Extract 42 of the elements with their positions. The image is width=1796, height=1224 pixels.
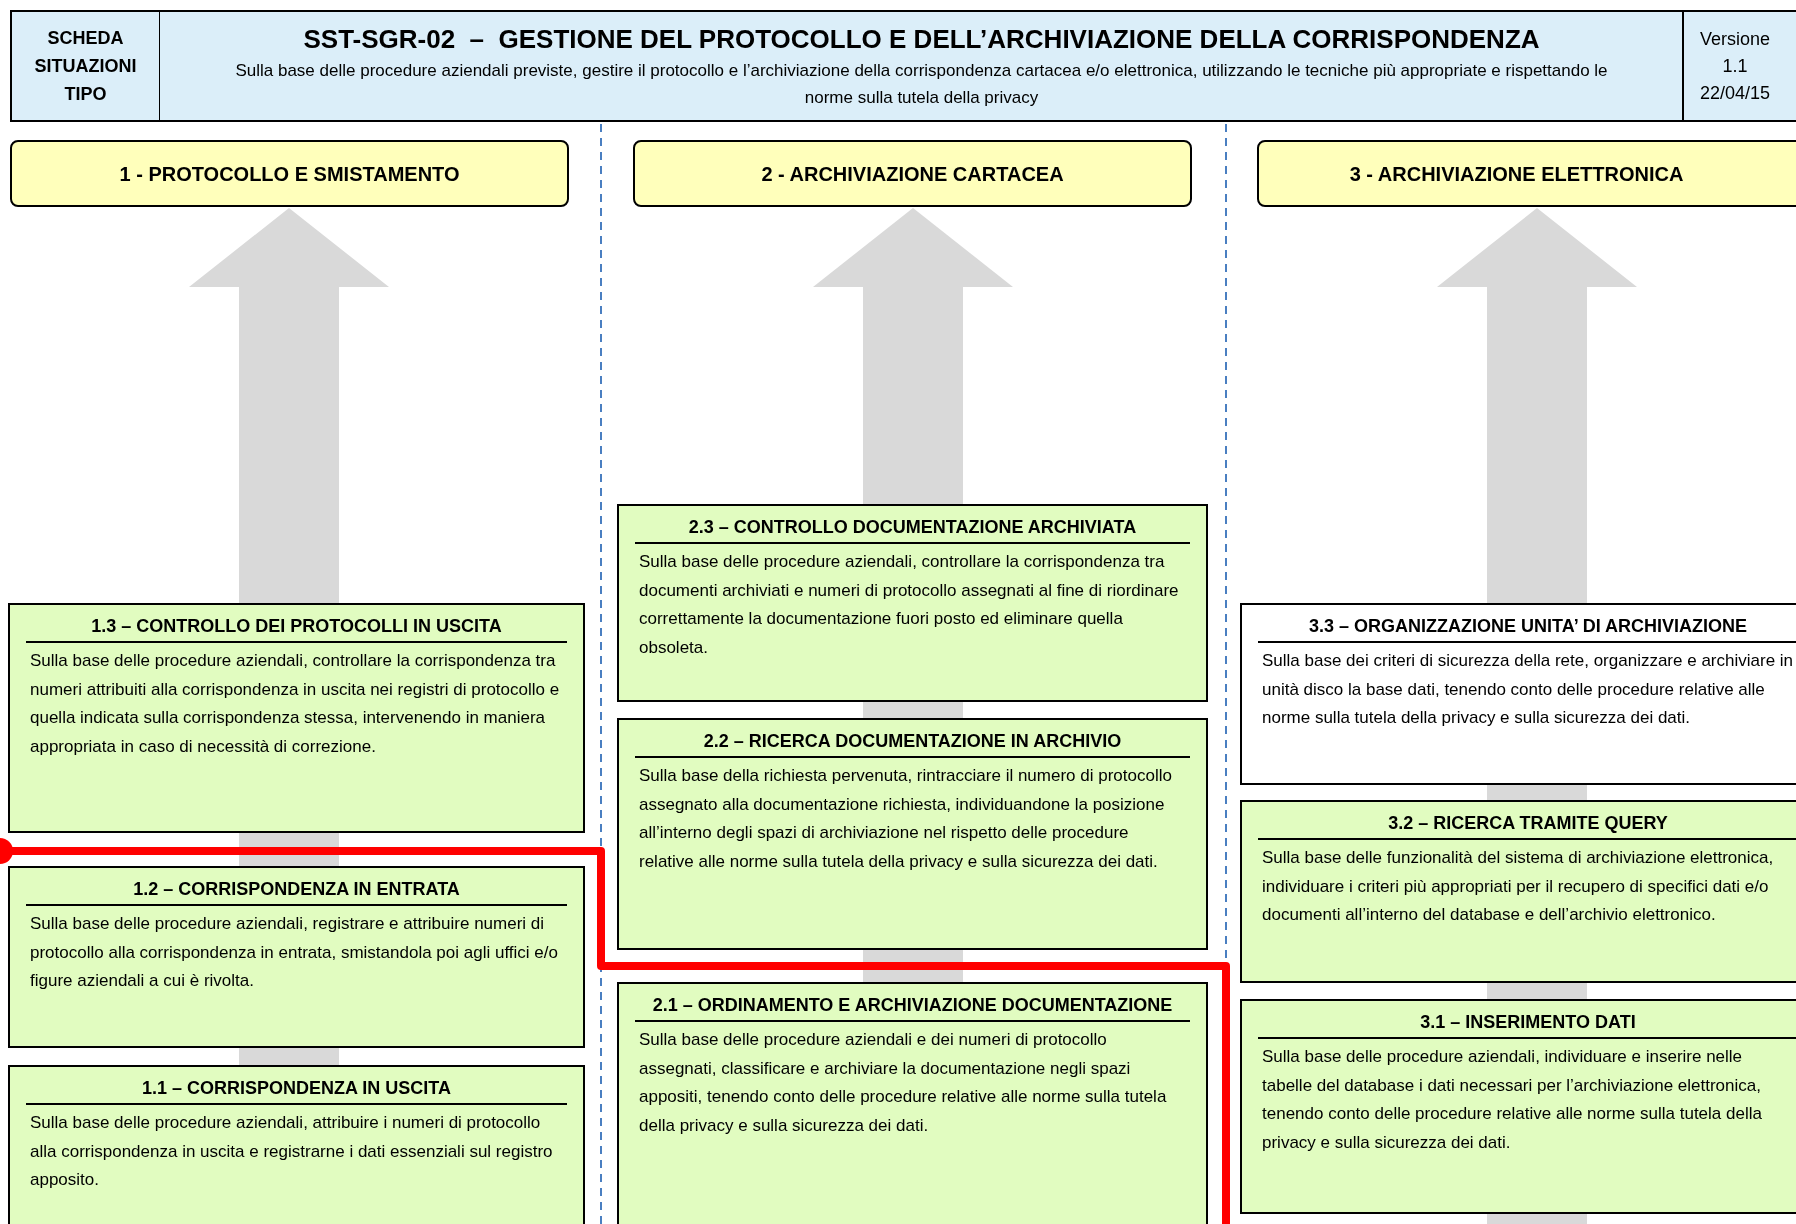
competence-box bbox=[1240, 999, 1796, 1214]
column-header bbox=[633, 140, 1192, 207]
competence-box bbox=[8, 1065, 585, 1224]
competence-box bbox=[1240, 603, 1796, 785]
document-description: Sulla base delle procedure aziendali previste, gestire il protocollo e l’archiviazione della corrispondenza cartacea e/o elettronica, utilizzando le tecniche più appropriate e rispettando le norme sulla tutela della privacy bbox=[234, 60, 1609, 109]
header-cell bbox=[10, 10, 161, 122]
competence-box bbox=[8, 866, 585, 1048]
box-description: Sulla base delle funzionalità del sistema di archiviazione elettronica, individuare i criteri più appropriati per il recupero di specifici dati e/o documenti all’interno del database e dell’archivio elettronico. bbox=[1261, 847, 1775, 926]
version-text: 1.1 bbox=[1722, 54, 1748, 78]
column-title: 1 - PROTOCOLLO E SMISTAMENTO bbox=[119, 161, 460, 187]
competence-box bbox=[1240, 800, 1796, 983]
competence-box bbox=[8, 603, 585, 833]
column-header bbox=[1257, 140, 1796, 207]
version-text: 22/04/15 bbox=[1699, 81, 1771, 105]
box-heading: 1.3 – CONTROLLO DEI PROTOCOLLI IN USCITA bbox=[26, 613, 567, 643]
version-cell bbox=[1682, 10, 1796, 122]
header-text: SCHEDA SITUAZIONI TIPO bbox=[33, 27, 138, 106]
box-heading: 3.3 – ORGANIZZAZIONE UNITA’ DI ARCHIVIAZIONE bbox=[1258, 613, 1796, 643]
box-description: Sulla base delle procedure aziendali, attribuire i numeri di protocollo alla corrispondenza in uscita e registrarne i dati essenziali sul registro apposito. bbox=[29, 1112, 554, 1191]
box-heading: 3.1 – INSERIMENTO DATI bbox=[1258, 1009, 1796, 1039]
column-header bbox=[10, 140, 569, 207]
box-description: Sulla base delle procedure aziendali, controllare la corrispondenza tra documenti archiviati e numeri di protocollo assegnati al fine di riordinare correttamente la documentazione fuori posto ed eliminare quella obsoleta. bbox=[638, 551, 1180, 659]
competence-box bbox=[617, 718, 1208, 950]
box-heading: 2.2 – RICERCA DOCUMENTAZIONE IN ARCHIVIO bbox=[635, 728, 1190, 758]
box-description: Sulla base delle procedure aziendali e dei numeri di protocollo assegnati, classificare e archiviare la documentazione negli spazi appositi, tenendo conto delle procedure relative alle norme sulla tutela della privacy e sulla sicurezza dei dati. bbox=[638, 1029, 1168, 1137]
version-text: Versione bbox=[1699, 27, 1771, 51]
header-title-cell bbox=[160, 10, 1683, 122]
document-title: SST-SGR-02 – GESTIONE DEL PROTOCOLLO E DELL’ARCHIVIAZIONE DELLA CORRISPONDENZA bbox=[303, 23, 1540, 56]
column-title: 2 - ARCHIVIAZIONE CARTACEA bbox=[761, 161, 1064, 187]
box-heading: 2.1 – ORDINAMENTO E ARCHIVIAZIONE DOCUMENTAZIONE bbox=[635, 992, 1190, 1022]
competence-box bbox=[617, 504, 1208, 702]
box-description: Sulla base delle procedure aziendali, individuare e inserire nelle tabelle del database i dati necessari per l’archiviazione elettronica, tenendo conto delle procedure relative alle norme sulla tutela della privacy e sulla sicurezza dei dati. bbox=[1261, 1046, 1763, 1154]
box-heading: 1.2 – CORRISPONDENZA IN ENTRATA bbox=[26, 876, 567, 906]
box-description: Sulla base delle procedure aziendali, registrare e attribuire numeri di protocollo alla corrispondenza in entrata, smistandola poi agli uffici e/o figure aziendali a cui è rivolta. bbox=[29, 913, 559, 992]
box-description: Sulla base della richiesta pervenuta, rintracciare il numero di protocollo assegnato alla documentazione richiesta, individuandone la posizione all’interno degli spazi di archiviazione nel rispetto delle procedure relative alle norme sulla tutela della privacy e sulla sicurezza dei dati. bbox=[638, 765, 1173, 873]
box-description: Sulla base dei criteri di sicurezza della rete, organizzare e archiviare in unità disco la base dati, tenendo conto delle procedure relative alle norme sulla tutela della privacy e sulla sicurezza dei dati. bbox=[1261, 650, 1795, 729]
box-heading: 3.2 – RICERCA TRAMITE QUERY bbox=[1258, 810, 1796, 840]
box-heading: 1.1 – CORRISPONDENZA IN USCITA bbox=[26, 1075, 567, 1105]
competence-box bbox=[617, 982, 1208, 1224]
box-heading: 2.3 – CONTROLLO DOCUMENTAZIONE ARCHIVIATA bbox=[635, 514, 1190, 544]
box-description: Sulla base delle procedure aziendali, controllare la corrispondenza tra numeri attribuiti alla corrispondenza in uscita nei registri di protocollo e quella indicata sulla corrispondenza stessa, intervenendo in maniera appropriata in caso di necessità di correzione. bbox=[29, 650, 561, 758]
column-title: 3 - ARCHIVIAZIONE ELETTRONICA bbox=[1349, 161, 1685, 187]
